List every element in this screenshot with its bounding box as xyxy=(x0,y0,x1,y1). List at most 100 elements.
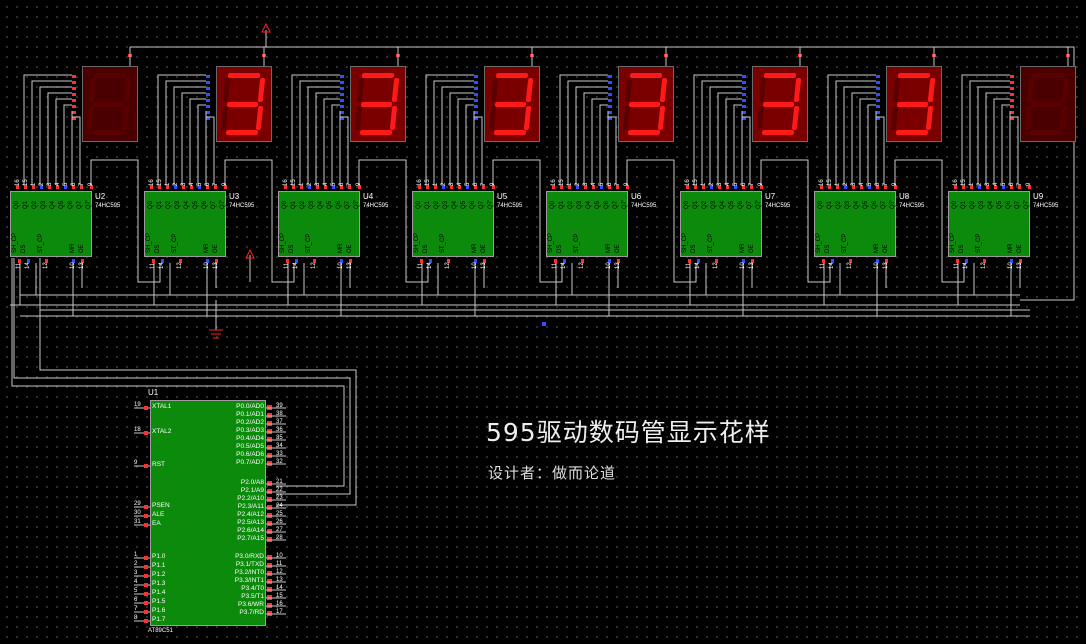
segment-wire xyxy=(591,98,608,185)
pin-number: 6 xyxy=(741,182,747,186)
pin-marker xyxy=(697,259,700,263)
pin-number: 12 xyxy=(177,262,183,269)
q-pin-label: Q0 xyxy=(14,200,20,209)
segment-b xyxy=(1061,78,1070,102)
display-pin xyxy=(474,75,478,78)
display-pin xyxy=(608,99,612,102)
q-pin-label: Q4 xyxy=(854,200,860,209)
pin-marker xyxy=(198,185,201,189)
pin-marker xyxy=(560,185,563,189)
segment-wire xyxy=(55,98,72,185)
segment-f xyxy=(222,78,231,102)
control-pin-label: ST_CP xyxy=(976,233,982,253)
pin-marker xyxy=(434,185,437,189)
shift-register-u6[interactable] xyxy=(546,191,628,257)
shift-register-u5[interactable] xyxy=(412,191,494,257)
shift-register-u7[interactable] xyxy=(680,191,762,257)
display-pin xyxy=(608,75,612,78)
mcu-body[interactable] xyxy=(150,400,266,626)
control-pin-label: ST_CP xyxy=(842,233,848,253)
mcu-pin-number: 17 xyxy=(276,609,283,615)
q-pin-label: Q3 xyxy=(845,200,851,209)
pin-marker xyxy=(860,185,863,189)
display-pin xyxy=(72,87,76,90)
pin-marker xyxy=(742,259,745,263)
q-pin-label: Q4 xyxy=(318,200,324,209)
mcu-pin-label: P2.4/A12 xyxy=(237,511,264,518)
pin-marker xyxy=(32,185,35,189)
segment-wire xyxy=(181,92,206,185)
mcu-pin-label: P2.2/A10 xyxy=(237,495,264,502)
pin-number: 7 xyxy=(347,182,353,186)
control-pin-label: OE xyxy=(1017,244,1023,253)
mcu-pin-number: 22 xyxy=(276,487,283,493)
pin-number: 12 xyxy=(847,262,853,269)
display-pin xyxy=(340,87,344,90)
pin-marker xyxy=(965,259,968,263)
mcu-pin-label: P1.0 xyxy=(152,553,166,560)
shift-register-u4[interactable] xyxy=(278,191,360,257)
pin-marker xyxy=(626,185,629,189)
mcu-pin-marker xyxy=(144,464,148,468)
pin-number: 15 xyxy=(291,179,297,186)
display-pin xyxy=(1010,81,1014,84)
segment-b xyxy=(659,78,668,102)
pin-marker xyxy=(45,259,48,263)
mcu-pin-number: 11 xyxy=(276,561,283,567)
mcu-pin-marker xyxy=(144,406,148,410)
segment-g xyxy=(896,102,929,107)
control-pin-label: SH_CP xyxy=(414,232,420,253)
mcu-pin-number: 5 xyxy=(134,588,138,594)
pin-number: 15 xyxy=(827,179,833,186)
pin-number: 4 xyxy=(993,182,999,186)
q-pin-label: Q4 xyxy=(586,200,592,209)
q-pin-label: Q6 xyxy=(202,200,208,209)
display-pin xyxy=(206,87,210,90)
pin-marker xyxy=(608,259,611,263)
mcu-pin-label: P1.5 xyxy=(152,598,166,605)
display-pin xyxy=(474,93,478,96)
segment-f xyxy=(490,78,499,102)
pin-number: 15 xyxy=(559,179,565,186)
shift-register-u9[interactable] xyxy=(948,191,1030,257)
display-pin xyxy=(876,105,880,108)
shift-register-u2[interactable] xyxy=(10,191,92,257)
seven-segment-display xyxy=(216,66,272,142)
pin-marker xyxy=(894,185,897,189)
segment-wire xyxy=(725,98,742,185)
shift-register-u8[interactable] xyxy=(814,191,896,257)
segment-wire xyxy=(39,86,72,185)
mcu-pin-label: P3.3/INT1 xyxy=(234,577,264,584)
display-pin xyxy=(876,75,880,78)
mcu-pin-number: 18 xyxy=(134,427,141,433)
pin-number: 13 xyxy=(79,262,85,269)
cascade-wire xyxy=(492,159,563,283)
mcu-pin-number: 25 xyxy=(276,511,283,517)
mcu-pin-label: P3.5/T1 xyxy=(241,593,264,600)
pin-marker xyxy=(161,259,164,263)
pin-number: 15 xyxy=(23,179,29,186)
pin-marker xyxy=(828,185,831,189)
control-pin-label: MR xyxy=(472,243,478,253)
segment-d xyxy=(895,130,929,135)
display-pin xyxy=(340,105,344,108)
vcc-arrow-icon xyxy=(261,22,271,33)
mcu-pin-marker xyxy=(144,431,148,435)
control-pin-label: SH_CP xyxy=(816,232,822,253)
pin-number: 7 xyxy=(749,182,755,186)
segment-wire xyxy=(977,86,1010,185)
pin-marker xyxy=(474,259,477,263)
control-pin-label: OE xyxy=(347,244,353,253)
pin-number: 10 xyxy=(874,262,880,269)
control-pin-label: SH_CP xyxy=(12,232,18,253)
q7s-pin-label: Q7' xyxy=(488,199,494,209)
shift-register-u3[interactable] xyxy=(144,191,226,257)
mcu-pin-label: P1.2 xyxy=(152,571,166,578)
segment-f xyxy=(758,78,767,102)
display-pin xyxy=(608,105,612,108)
segment-wire xyxy=(457,98,474,185)
pin-marker xyxy=(1019,259,1022,263)
pin-number: 12 xyxy=(445,262,451,269)
pin-number: 6 xyxy=(1009,182,1015,186)
